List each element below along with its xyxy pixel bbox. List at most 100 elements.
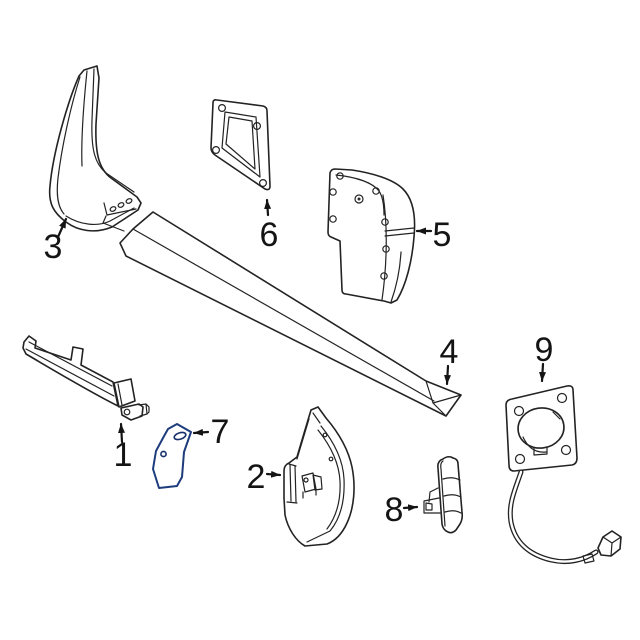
part-1-end-box [113,378,136,408]
part-2-clip-box [301,472,323,499]
part-6-inner-frame [221,111,261,178]
part-3-clip-plate [102,202,137,232]
part-7-hole [160,450,167,458]
part-2-inner-edge [296,418,310,460]
part-2-tab-lines [312,412,321,424]
part-8-inner-edge [440,460,446,527]
callout-3-label: 3 [44,228,63,266]
part-1-clip-hole [123,408,131,416]
part-5-screw-hole [336,172,344,180]
part-4-rocker-molding[interactable] [119,211,462,417]
part-8-outline [437,455,464,534]
part-5-screw-hole [382,245,390,253]
part-5-bracket-panel[interactable] [327,168,416,304]
callout-2-label: 2 [247,458,266,496]
part-1-end-box-edge [117,383,123,406]
part-9-corner-hole [513,405,525,417]
part-1-outline [22,335,119,407]
part-9-corner-hole [556,392,568,404]
part-2-hole [322,432,328,438]
callout-4[interactable]: 4 [440,333,459,386]
part-3-channel-line [81,70,88,167]
callout-8-arrow [402,504,419,512]
callout-9-label: 9 [535,331,554,369]
part-3-inner-edge [91,68,135,193]
callout-1[interactable]: 1 [114,422,133,474]
part-1-flange-line [28,341,113,387]
callout-5[interactable]: 5 [415,216,452,254]
part-9-cable [507,469,599,565]
part-5-screw-hole [381,218,389,226]
part-5-side-line [390,251,402,303]
callout-9[interactable]: 9 [535,331,554,383]
part-2-mud-flap[interactable] [283,406,355,547]
part-9-cable-clip [582,553,595,564]
part-2-outline [283,406,355,547]
part-4-ridge-line [132,228,435,402]
callout-3[interactable]: 3 [44,217,68,266]
part-6-screw-hole [259,179,268,188]
part-2-hole [328,456,334,462]
part-5-outline [327,168,416,304]
part-9-socket-detail [522,411,561,456]
callout-8-label: 8 [385,491,404,529]
part-9-connector [597,530,622,557]
part-2-clip-hole [303,477,309,483]
callout-7[interactable]: 7 [192,413,230,451]
callout-2-arrow [265,470,282,478]
part-5-screw-hole [372,187,380,195]
part-5-center-dot [357,197,361,201]
callout-4-arrow [444,364,451,386]
part-3-outline [48,65,142,232]
part-3-clip-hole [109,206,117,212]
part-1-sill-rail[interactable] [22,335,150,421]
part-4-end-cap [425,380,462,417]
part-6-mounting-plate[interactable] [210,99,271,191]
part-6-screw-hole [212,146,221,155]
part-6-screw-hole [218,103,227,112]
part-6-screw-hole [253,121,262,130]
callout-8[interactable]: 8 [385,491,419,529]
part-3-arm-inner [65,207,135,226]
part-8-segments [442,477,462,514]
callout-5-label: 5 [433,216,452,254]
part-5-center-hole [354,194,364,204]
callout-4-label: 4 [440,333,459,371]
callout-9-arrow [539,362,547,383]
callout-7-label: 7 [211,413,230,451]
part-9-socket-opening [517,407,565,449]
part-5-screw-hole [329,188,337,196]
part-3-pillar-trim[interactable] [48,65,142,232]
callouts: 1 2 3 4 5 6 7 8 [44,198,554,529]
part-1-channel-line [25,348,115,397]
part-5-screw-hole [380,272,388,280]
part-2-ridge2 [317,429,341,530]
callout-6-label: 6 [260,216,279,254]
callout-3-arrow [56,217,68,239]
part-8-tab-hole [425,502,433,511]
part-3-left-contour [56,76,81,215]
part-2-ridge [306,425,345,543]
part-5-face-edge [381,194,387,301]
callout-6[interactable]: 6 [260,198,279,254]
part-7-splash-shield-selected[interactable] [152,423,192,489]
part-8-marker-bracket[interactable] [423,455,464,534]
callout-1-arrow [118,422,125,444]
part-7-outline [152,423,192,489]
part-9-corner-hole [514,453,526,465]
part-6-outline [210,99,271,191]
callout-2[interactable]: 2 [247,458,282,496]
part-6-inner-frame2 [225,116,256,170]
callout-6-arrow [264,198,272,217]
part-9-corner-hole [560,444,572,456]
part-4-outline [119,211,462,417]
part-5-rib-lines [384,227,415,237]
part-9-cable-core [509,470,598,563]
part-2-flange-lines [286,463,298,504]
part-3-clip-hole [125,198,133,204]
part-7-slot [173,431,187,441]
part-5-screw-hole [329,215,337,223]
part-9-connector-plate[interactable] [505,385,622,565]
